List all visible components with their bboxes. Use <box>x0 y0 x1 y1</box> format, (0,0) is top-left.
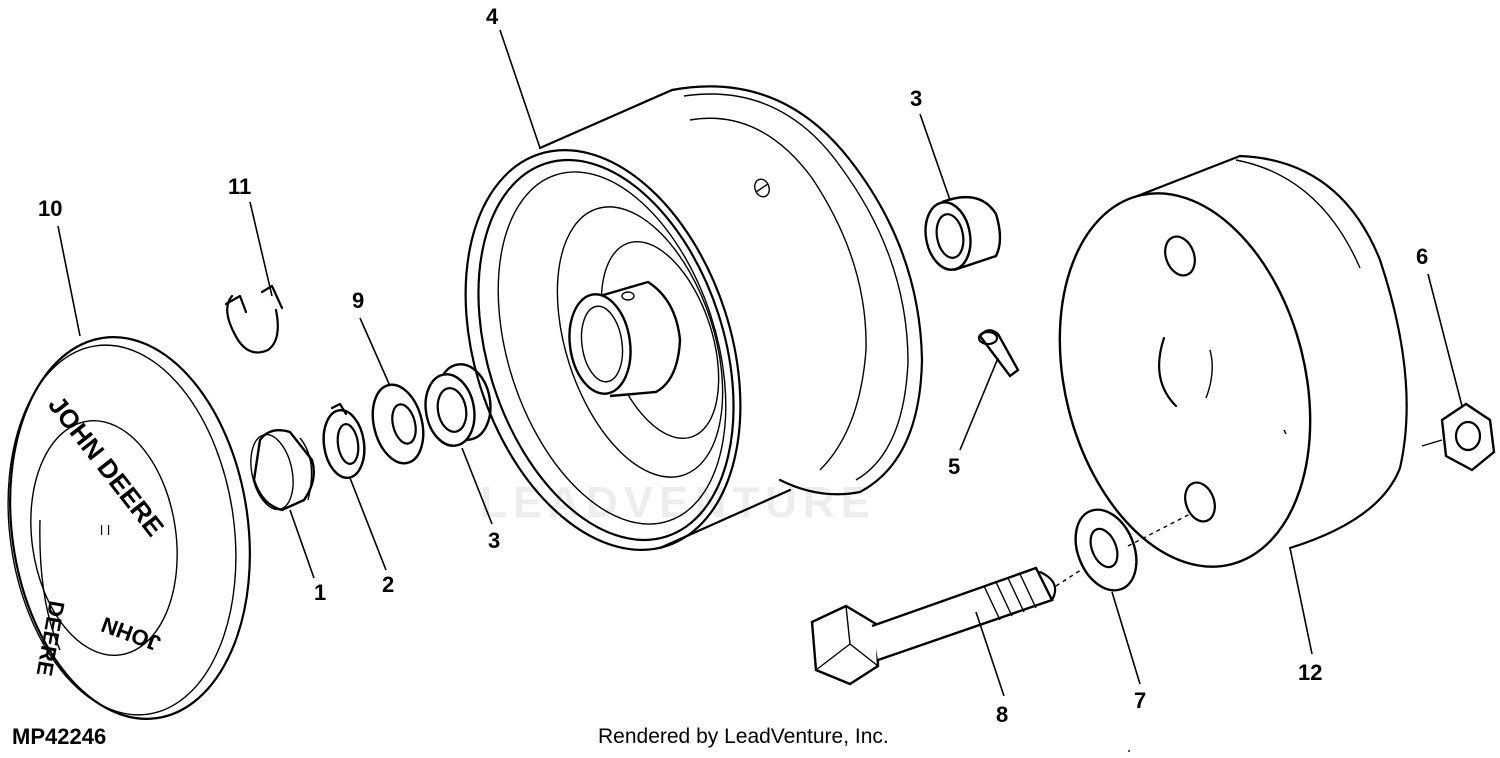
part-10-hub-cap: JOHN DEERE DEERE JOHN l l <box>7 336 251 720</box>
part-6-nut <box>1421 402 1496 472</box>
callout-12: 12 <box>1298 660 1322 685</box>
callout-1: 1 <box>314 580 326 605</box>
part-9-washer <box>371 383 425 465</box>
part-11-clip <box>224 284 284 354</box>
render-credit: Rendered by LeadVenture, Inc. <box>598 725 889 748</box>
part-7-washer <box>1074 508 1191 592</box>
part-3-bushing-right <box>924 195 1002 272</box>
callout-11: 11 <box>228 174 251 199</box>
callouts: 10 11 9 1 2 3 4 3 5 6 7 8 12 <box>38 4 1428 727</box>
cap-text-john: JOHN <box>98 612 164 656</box>
callout-5: 5 <box>948 454 960 479</box>
part-4-wheel-rim <box>464 85 924 551</box>
cap-text-deere: DEERE <box>32 599 70 678</box>
cap-text-center: l l <box>100 522 110 538</box>
part-2-retaining-ring <box>322 402 366 479</box>
part-3-bushing-left <box>424 363 492 447</box>
stray-dot <box>1128 750 1130 752</box>
leader-lines <box>57 29 1463 697</box>
callout-6: 6 <box>1416 244 1428 269</box>
cap-text-john-deere: JOHN DEERE <box>42 390 170 542</box>
part-12-wheel-weight <box>1058 154 1408 568</box>
part-8-bolt <box>810 566 1085 686</box>
callout-4: 4 <box>486 4 499 29</box>
callout-3-left: 3 <box>488 528 500 553</box>
part-5-pin <box>977 329 1020 378</box>
callout-7: 7 <box>1134 688 1146 713</box>
callout-10: 10 <box>38 196 62 221</box>
callout-2: 2 <box>382 572 394 597</box>
callout-3-right: 3 <box>910 86 922 111</box>
callout-9: 9 <box>352 288 364 313</box>
callout-8: 8 <box>996 702 1008 727</box>
diagram-code: MP42246 <box>12 724 107 749</box>
part-1-cap-plug <box>250 429 315 512</box>
